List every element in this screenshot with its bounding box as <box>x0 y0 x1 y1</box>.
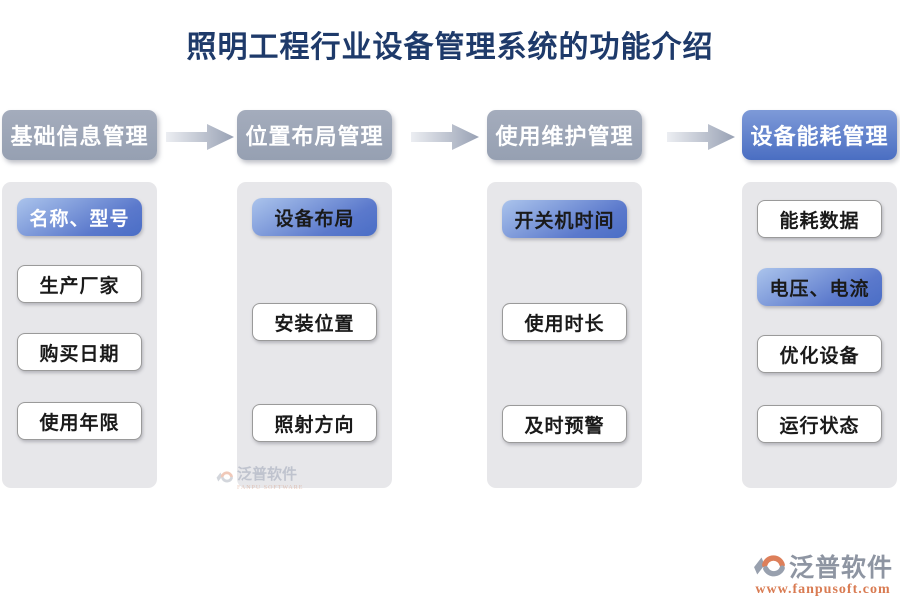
feature-button-manufacturer: 生产厂家 <box>17 265 142 303</box>
watermark-corner: 泛普软件 www.fanpusoft.com <box>753 548 893 598</box>
feature-button-onoff-time: 开关机时间 <box>502 200 627 238</box>
feature-button-optimize-device: 优化设备 <box>757 335 882 373</box>
feature-button-voltage-current: 电压、电流 <box>757 268 882 306</box>
page-title: 照明工程行业设备管理系统的功能介绍 <box>186 31 714 64</box>
column-basic-info: 基础信息管理 名称、型号 生产厂家 购买日期 使用年限 <box>2 0 157 600</box>
arrow-right-icon <box>667 124 735 150</box>
column-header-basic-info: 基础信息管理 <box>2 110 157 160</box>
column-panel-basic-info: 名称、型号 生产厂家 购买日期 使用年限 <box>2 182 157 488</box>
feature-button-usage-duration: 使用时长 <box>502 303 627 341</box>
arrow-right-icon <box>411 124 479 150</box>
feature-button-running-status: 运行状态 <box>757 405 882 443</box>
column-header-usage-maintenance: 使用维护管理 <box>487 110 642 160</box>
feature-button-service-life: 使用年限 <box>17 402 142 440</box>
fanpu-logo-icon <box>754 555 785 577</box>
column-location-layout: 位置布局管理 设备布局 安装位置 照射方向 <box>237 0 392 600</box>
feature-button-install-position: 安装位置 <box>252 303 377 341</box>
feature-button-light-direction: 照射方向 <box>252 404 377 442</box>
watermark-brand-text: 泛普软件 <box>237 467 298 483</box>
feature-button-energy-data: 能耗数据 <box>757 200 882 238</box>
fanpu-logo-icon <box>216 471 233 483</box>
column-usage-maintenance: 使用维护管理 开关机时间 使用时长 及时预警 <box>487 0 642 600</box>
feature-button-device-layout: 设备布局 <box>252 198 377 236</box>
column-header-location-layout: 位置布局管理 <box>237 110 392 160</box>
arrow-right-icon <box>166 124 234 150</box>
feature-button-name-model: 名称、型号 <box>17 198 142 236</box>
column-panel-energy-management: 能耗数据 电压、电流 优化设备 运行状态 <box>742 182 897 488</box>
feature-button-purchase-date: 购买日期 <box>17 333 142 371</box>
column-panel-usage-maintenance: 开关机时间 使用时长 及时预警 <box>487 182 642 488</box>
watermark-sub-text: FANPU SOFTWARE <box>237 485 304 491</box>
watermark-url-text: www.fanpusoft.com <box>755 582 891 597</box>
watermark-brand-text: 泛普软件 <box>789 555 894 582</box>
column-header-energy-management: 设备能耗管理 <box>742 110 897 160</box>
feature-button-timely-warning: 及时预警 <box>502 405 627 443</box>
column-panel-location-layout: 设备布局 安装位置 照射方向 <box>237 182 392 488</box>
watermark-center: 泛普软件 FANPU SOFTWARE <box>216 468 303 491</box>
column-energy-management: 设备能耗管理 能耗数据 电压、电流 优化设备 运行状态 <box>742 0 897 600</box>
